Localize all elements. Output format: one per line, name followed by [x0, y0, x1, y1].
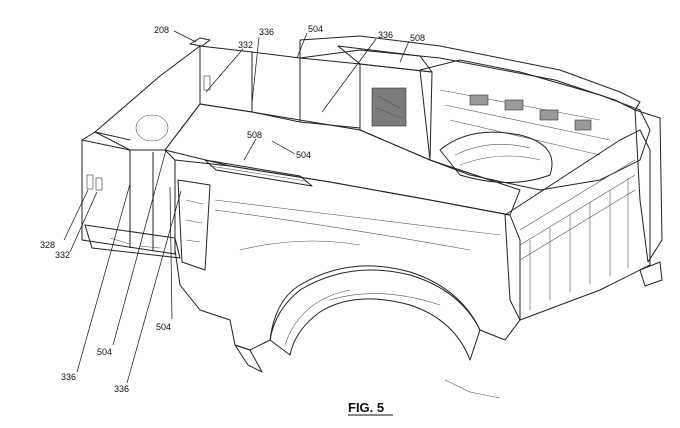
leader-336-bottom-left	[76, 183, 131, 373]
ref-332-left: 332	[55, 250, 70, 260]
ref-332-top: 332	[238, 40, 253, 50]
ref-328: 328	[40, 240, 55, 250]
reference-numerals: 208 336 504 336 508 332 508 504 328 332 …	[40, 24, 425, 394]
leader-336-right	[321, 38, 377, 113]
ref-336-top: 336	[259, 27, 274, 37]
leader-328	[63, 189, 89, 241]
leader-lines	[63, 30, 410, 384]
leader-504-bottom-left	[112, 149, 167, 346]
figure-caption-text: FIG. 5	[348, 400, 384, 415]
ref-336-bottom-mid: 336	[114, 384, 129, 394]
leader-336-top	[251, 36, 260, 104]
leader-332-left	[69, 191, 98, 253]
tailgate	[504, 109, 663, 321]
bed-tie-down-pockets	[469, 94, 592, 131]
ref-508-mid: 508	[247, 130, 262, 140]
ref-504-mid: 504	[296, 150, 311, 160]
ref-504-bottom-left: 504	[97, 347, 112, 357]
ref-208: 208	[154, 25, 169, 35]
bed-rail-caps	[189, 35, 641, 111]
bed-interior-far	[419, 59, 651, 191]
truck-body-side	[174, 159, 521, 399]
leader-504-mid	[271, 140, 296, 155]
leader-508-mid	[243, 138, 257, 161]
bed-side-wall-left	[94, 45, 211, 151]
ref-504-bottom-right: 504	[156, 322, 171, 332]
leader-508-top	[399, 40, 410, 63]
figure-caption: FIG. 5	[348, 400, 393, 416]
leader-332-top	[205, 48, 244, 93]
ref-504-top: 504	[308, 24, 323, 34]
leader-504-top	[296, 32, 308, 59]
leader-504-bottom-right	[169, 186, 173, 320]
ref-508-top: 508	[410, 33, 425, 43]
ref-336-right: 336	[378, 30, 393, 40]
front-partition	[81, 131, 181, 259]
leader-336-bottom-mid	[126, 190, 182, 384]
bed-floor	[164, 103, 521, 216]
leader-208	[173, 30, 197, 43]
ref-336-bottom-left: 336	[61, 372, 76, 382]
divider-panels	[199, 45, 433, 161]
